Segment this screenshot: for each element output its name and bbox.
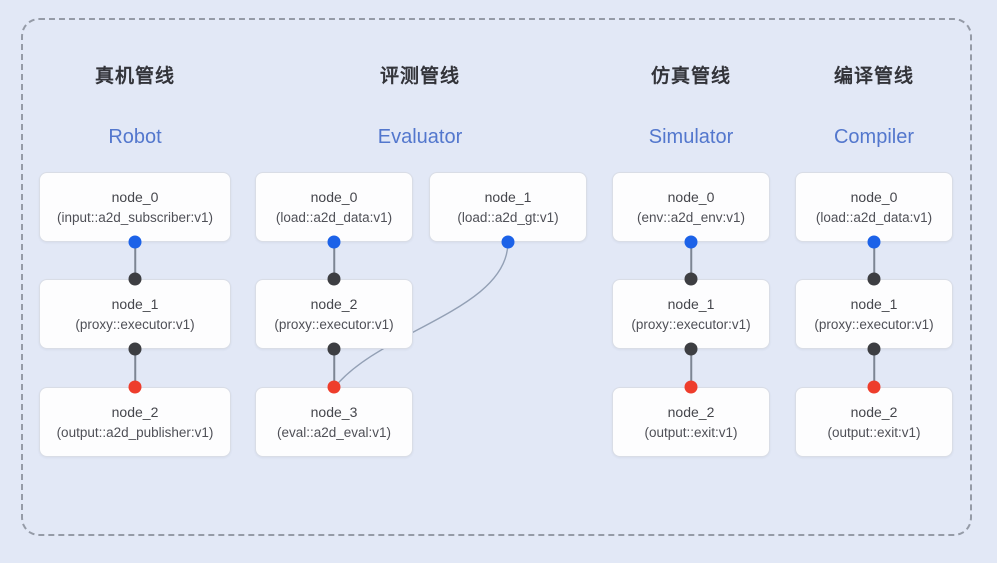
pipeline-title-en-evaluator: Evaluator	[377, 126, 463, 148]
edge-line	[873, 242, 875, 279]
pipeline-title-en-compiler: Compiler	[833, 126, 915, 148]
output-port-dot	[501, 235, 515, 249]
node-type: (env::a2d_env:v1)	[636, 209, 746, 225]
node-type: (proxy::executor:v1)	[814, 316, 934, 332]
node-type: (proxy::executor:v1)	[274, 316, 394, 332]
node-type: (proxy::executor:v1)	[75, 316, 195, 332]
node-name: node_1	[850, 295, 898, 312]
node-compiler-1: node_1 (proxy::executor:v1)	[795, 279, 953, 349]
pipeline-title-zh-simulator: 仿真管线	[650, 66, 732, 87]
edge-line	[333, 349, 335, 387]
node-name: node_2	[667, 403, 715, 420]
output-port-dot	[128, 342, 142, 356]
input-port-dot	[684, 380, 698, 394]
node-name: node_2	[111, 403, 159, 420]
node-name: node_0	[667, 188, 715, 205]
edge-line	[690, 349, 692, 387]
node-evaluator-3: node_3 (eval::a2d_eval:v1)	[255, 387, 413, 457]
edge-curve-gt-to-eval	[333, 241, 509, 389]
node-robot-0: node_0 (input::a2d_subscriber:v1)	[39, 172, 231, 242]
node-evaluator-1: node_1 (load::a2d_gt:v1)	[429, 172, 587, 242]
pipeline-title-zh-compiler: 编译管线	[833, 66, 915, 87]
edge-line	[134, 242, 136, 279]
input-port-dot	[684, 272, 698, 286]
node-compiler-2: node_2 (output::exit:v1)	[795, 387, 953, 457]
node-name: node_3	[310, 403, 358, 420]
node-name: node_2	[850, 403, 898, 420]
node-name: node_1	[111, 295, 159, 312]
node-type: (proxy::executor:v1)	[631, 316, 751, 332]
node-type: (output::exit:v1)	[827, 424, 921, 440]
node-name: node_1	[667, 295, 715, 312]
input-port-dot	[867, 272, 881, 286]
node-name: node_1	[484, 188, 532, 205]
node-type: (output::a2d_publisher:v1)	[56, 424, 214, 440]
output-port-dot	[327, 235, 341, 249]
node-name: node_2	[310, 295, 358, 312]
node-simulator-0: node_0 (env::a2d_env:v1)	[612, 172, 770, 242]
node-name: node_0	[111, 188, 159, 205]
node-simulator-2: node_2 (output::exit:v1)	[612, 387, 770, 457]
node-type: (load::a2d_data:v1)	[275, 209, 393, 225]
node-type: (load::a2d_data:v1)	[815, 209, 933, 225]
edge-line	[134, 349, 136, 387]
output-port-dot	[867, 235, 881, 249]
edge-line	[873, 349, 875, 387]
node-name: node_0	[850, 188, 898, 205]
output-port-dot	[327, 342, 341, 356]
node-robot-1: node_1 (proxy::executor:v1)	[39, 279, 231, 349]
output-port-dot	[684, 342, 698, 356]
edge-line	[333, 242, 335, 279]
node-type: (load::a2d_gt:v1)	[457, 209, 559, 225]
node-evaluator-2: node_2 (proxy::executor:v1)	[255, 279, 413, 349]
edge-line	[690, 242, 692, 279]
output-port-dot	[128, 235, 142, 249]
pipeline-title-en-simulator: Simulator	[648, 126, 734, 148]
output-port-dot	[684, 235, 698, 249]
input-port-dot	[327, 380, 341, 394]
input-port-dot	[128, 380, 142, 394]
pipeline-title-zh-evaluator: 评测管线	[379, 66, 461, 87]
node-robot-2: node_2 (output::a2d_publisher:v1)	[39, 387, 231, 457]
node-simulator-1: node_1 (proxy::executor:v1)	[612, 279, 770, 349]
node-type: (input::a2d_subscriber:v1)	[56, 209, 214, 225]
pipeline-title-en-robot: Robot	[108, 126, 162, 148]
pipeline-title-zh-robot: 真机管线	[94, 66, 176, 87]
node-type: (eval::a2d_eval:v1)	[276, 424, 392, 440]
node-name: node_0	[310, 188, 358, 205]
input-port-dot	[128, 272, 142, 286]
node-evaluator-0: node_0 (load::a2d_data:v1)	[255, 172, 413, 242]
input-port-dot	[327, 272, 341, 286]
input-port-dot	[867, 380, 881, 394]
node-compiler-0: node_0 (load::a2d_data:v1)	[795, 172, 953, 242]
node-type: (output::exit:v1)	[644, 424, 738, 440]
dashed-frame	[21, 18, 972, 536]
output-port-dot	[867, 342, 881, 356]
